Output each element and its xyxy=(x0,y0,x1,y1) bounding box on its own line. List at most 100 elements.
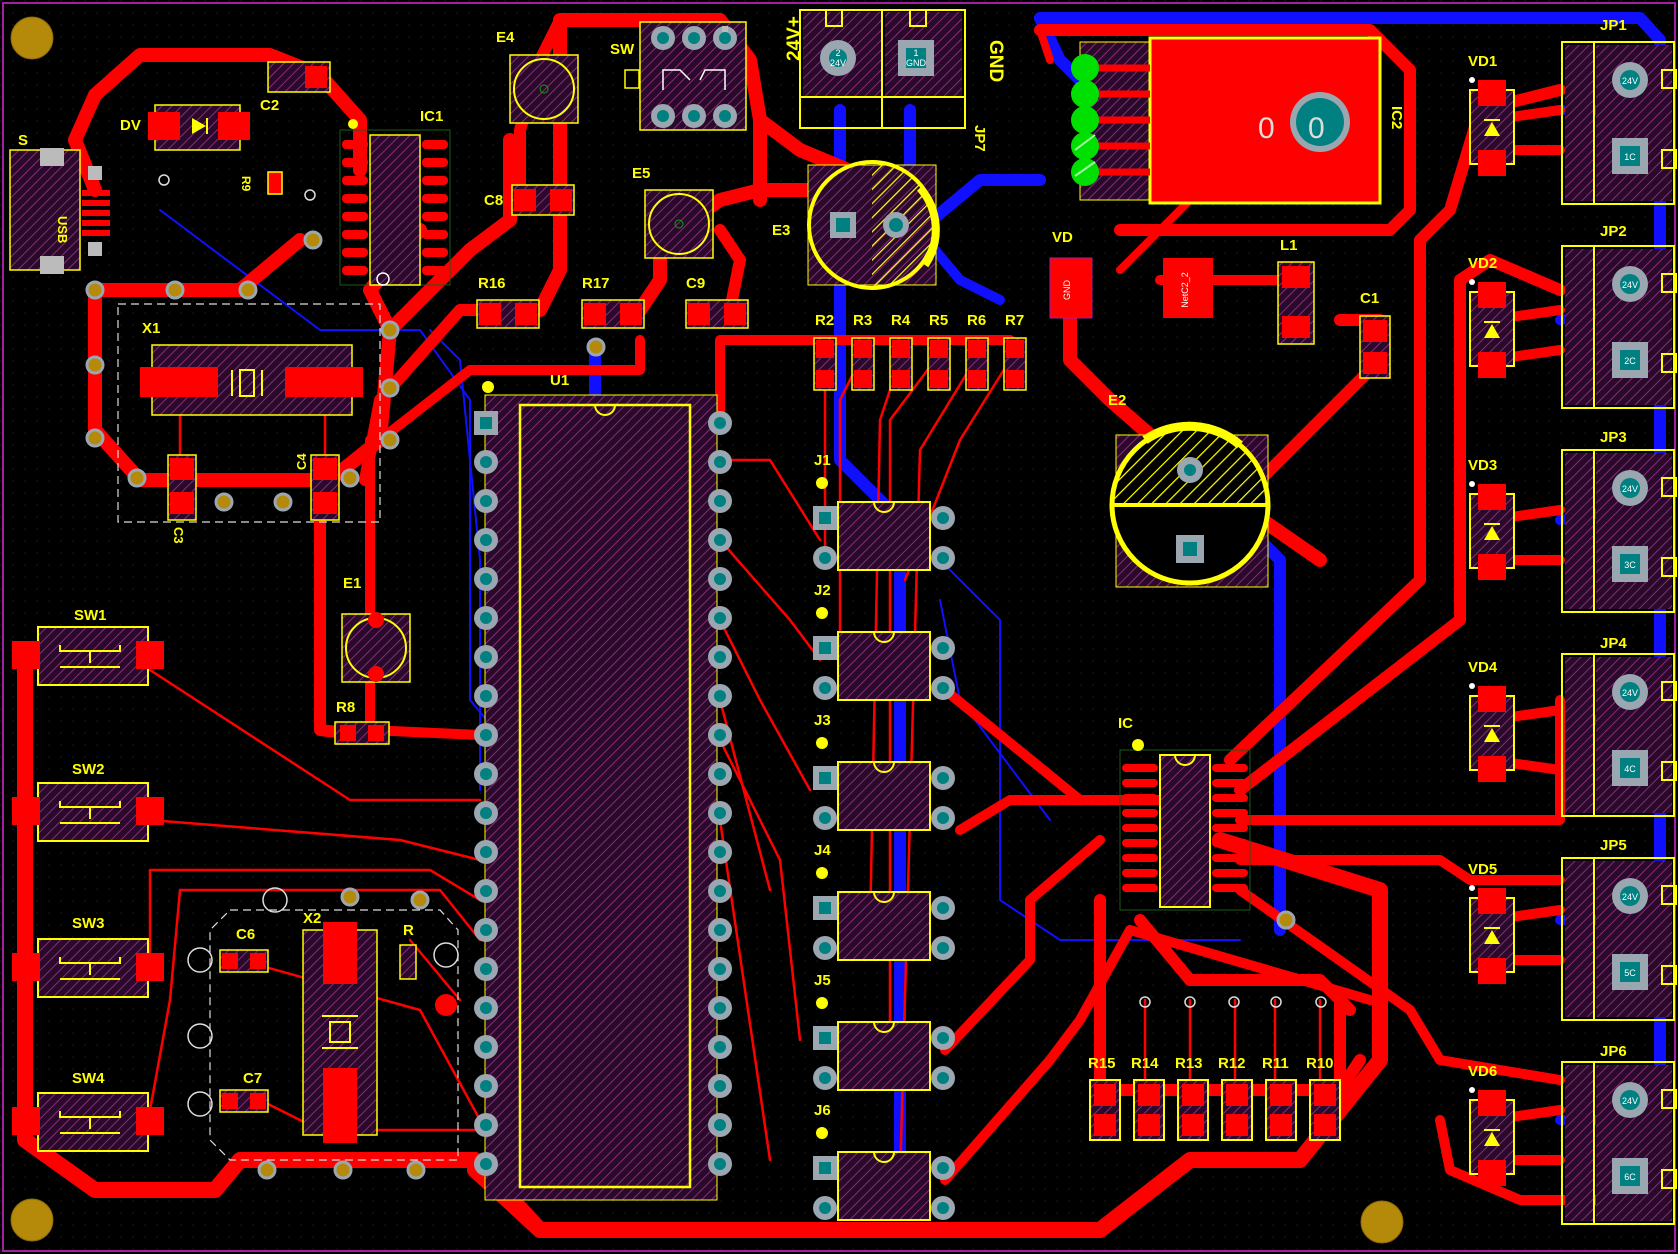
u1-pin-right[interactable] xyxy=(708,489,732,513)
diode-vd4[interactable] xyxy=(1469,683,1515,782)
opto-pin[interactable] xyxy=(813,546,837,570)
u1-pin-right[interactable] xyxy=(708,1152,732,1176)
u1-pin-left[interactable] xyxy=(474,1074,498,1098)
diode-vd2[interactable] xyxy=(1469,279,1515,378)
diode-vd1[interactable] xyxy=(1469,77,1515,176)
u1-pin-left[interactable] xyxy=(474,840,498,864)
opto-pin[interactable] xyxy=(813,936,837,960)
optocoupler-j3[interactable] xyxy=(813,737,955,831)
capacitor-c4[interactable] xyxy=(310,454,340,521)
u1-pin-right[interactable] xyxy=(708,1113,732,1137)
diode-dv[interactable] xyxy=(148,104,250,151)
ic2-regulator[interactable] xyxy=(1071,36,1382,205)
opto-pin[interactable] xyxy=(931,1066,955,1090)
diode-vd6[interactable] xyxy=(1469,1087,1515,1186)
u1-pin-left[interactable] xyxy=(474,957,498,981)
ic1-chip[interactable] xyxy=(339,129,451,286)
opto-pin[interactable] xyxy=(931,1196,955,1220)
u1-pin-right[interactable] xyxy=(708,918,732,942)
diode-vd3[interactable] xyxy=(1469,481,1515,580)
u1-pin-left[interactable] xyxy=(474,489,498,513)
capacitor-e4[interactable] xyxy=(509,54,579,124)
u1-pin-right[interactable] xyxy=(708,645,732,669)
resistor-r16[interactable] xyxy=(476,299,540,329)
u1-pin-right[interactable] xyxy=(708,996,732,1020)
crystal-x2-area[interactable] xyxy=(187,887,459,1161)
resistor-array-r2-r7[interactable] xyxy=(813,337,1027,391)
u1-pin-left[interactable] xyxy=(474,528,498,552)
ic-driver[interactable] xyxy=(1119,749,1251,911)
opto-pin[interactable] xyxy=(813,1066,837,1090)
u1-pin-left[interactable] xyxy=(474,1035,498,1059)
u1-pin-left[interactable] xyxy=(474,801,498,825)
pushbutton-sw3[interactable] xyxy=(12,938,164,998)
u1-pin-left[interactable] xyxy=(474,567,498,591)
diode-vd[interactable] xyxy=(1049,257,1213,319)
resistor-r9[interactable] xyxy=(267,171,283,195)
u1-pin-right[interactable] xyxy=(708,762,732,786)
u1-pin-right[interactable] xyxy=(708,840,732,864)
u1-pin-left[interactable] xyxy=(474,762,498,786)
opto-pin[interactable] xyxy=(813,766,837,790)
pushbutton-sw4[interactable] xyxy=(12,1092,164,1152)
capacitor-c1[interactable] xyxy=(1359,315,1391,379)
inductor-l1[interactable] xyxy=(1277,261,1315,345)
u1-pin-left[interactable] xyxy=(474,411,498,435)
u1-pin-right[interactable] xyxy=(708,684,732,708)
capacitor-e1[interactable] xyxy=(341,612,411,683)
opto-pin[interactable] xyxy=(931,1156,955,1180)
capacitor-c9[interactable] xyxy=(685,299,749,329)
u1-pin-left[interactable] xyxy=(474,918,498,942)
optocoupler-j1[interactable] xyxy=(813,477,955,571)
capacitor-e2[interactable] xyxy=(1109,421,1271,588)
opto-pin[interactable] xyxy=(931,1026,955,1050)
opto-pin[interactable] xyxy=(931,636,955,660)
opto-pin[interactable] xyxy=(813,1156,837,1180)
terminal-jp7[interactable] xyxy=(799,9,966,129)
u1-pin-right[interactable] xyxy=(708,879,732,903)
resistor-r8[interactable] xyxy=(334,721,390,745)
u1-pin-right[interactable] xyxy=(708,957,732,981)
u1-pin-left[interactable] xyxy=(474,606,498,630)
switch-sw[interactable] xyxy=(624,21,747,131)
opto-pin[interactable] xyxy=(931,506,955,530)
resistor-bank-r10-r15[interactable] xyxy=(1089,1079,1341,1141)
resistor-r17[interactable] xyxy=(581,299,645,329)
optocoupler-j2[interactable] xyxy=(813,607,955,701)
u1-pin-right[interactable] xyxy=(708,1074,732,1098)
capacitor-e3[interactable] xyxy=(807,160,940,290)
u1-pin-left[interactable] xyxy=(474,684,498,708)
u1-pin-right[interactable] xyxy=(708,801,732,825)
opto-pin[interactable] xyxy=(931,936,955,960)
opto-pin[interactable] xyxy=(813,1026,837,1050)
capacitor-c3[interactable] xyxy=(167,454,197,521)
u1-pin-left[interactable] xyxy=(474,879,498,903)
u1-pin-left[interactable] xyxy=(474,450,498,474)
u1-pin-left[interactable] xyxy=(474,723,498,747)
opto-pin[interactable] xyxy=(813,506,837,530)
pushbutton-sw2[interactable] xyxy=(12,782,164,842)
opto-pin[interactable] xyxy=(813,806,837,830)
crystal-x1[interactable] xyxy=(117,303,381,523)
opto-pin[interactable] xyxy=(931,546,955,570)
opto-pin[interactable] xyxy=(813,1196,837,1220)
optocoupler-j4[interactable] xyxy=(813,867,955,961)
u1-pin-right[interactable] xyxy=(708,723,732,747)
u1-pin-right[interactable] xyxy=(708,1035,732,1059)
opto-pin[interactable] xyxy=(813,896,837,920)
opto-pin[interactable] xyxy=(931,676,955,700)
optocoupler-j6[interactable] xyxy=(813,1127,955,1221)
diode-vd5[interactable] xyxy=(1469,885,1515,984)
optocoupler-j5[interactable] xyxy=(813,997,955,1091)
u1-pin-left[interactable] xyxy=(474,1152,498,1176)
u1-pin-right[interactable] xyxy=(708,450,732,474)
opto-pin[interactable] xyxy=(813,676,837,700)
u1-pin-right[interactable] xyxy=(708,567,732,591)
opto-pin[interactable] xyxy=(813,636,837,660)
